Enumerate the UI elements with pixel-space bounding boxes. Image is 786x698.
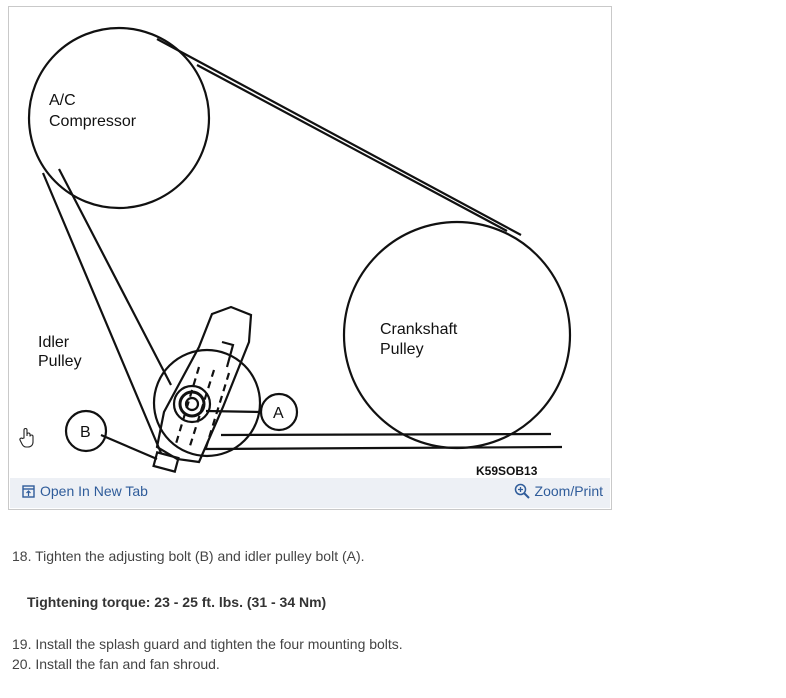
callout-a-circle [259,392,299,432]
leader-a [205,409,262,414]
callout-a-label: A [273,405,284,422]
ac-label-line1: A/C [49,92,76,109]
idler-hub-mid [178,390,206,418]
crankshaft-pulley [342,220,572,450]
zoom-in-icon [514,483,530,499]
idler-hub-inner [184,396,200,412]
torque-spec: Tightening torque: 23 - 25 ft. lbs. (31 … [27,594,327,610]
figure-toolbar: Open In New Tab Zoom/Print [10,478,610,508]
belt-outer [41,38,563,454]
external-tab-icon [22,484,35,498]
step-20: 20. Install the fan and fan shroud. [12,656,220,672]
idler-hub-outer [172,384,212,424]
idler-label-line2: Pulley [38,353,82,370]
open-in-new-tab-link[interactable]: Open In New Tab [22,483,148,499]
adjuster-bracket [155,305,253,464]
belt-routing-diagram: A/C Compressor Crankshaft Pulley Idler P… [27,26,572,478]
ac-compressor-pulley [27,26,211,210]
step-19: 19. Install the splash guard and tighten… [12,636,403,652]
zoom-print-link[interactable]: Zoom/Print [514,483,603,499]
idler-label-line1: Idler [38,334,70,351]
crankshaft-label-line2: Pulley [380,341,424,358]
ac-label-line2: Compressor [49,113,137,130]
figure-code: K59SOB13 [476,464,538,478]
step-18: 18. Tighten the adjusting bolt (B) and i… [12,548,365,564]
belt-inner [58,64,552,437]
idler-pulley [152,348,262,458]
crankshaft-label-line1: Crankshaft [380,321,458,338]
leader-b [100,433,158,461]
callout-b-circle [64,409,108,453]
callout-b-label: B [80,424,91,441]
figure-container: A/C Compressor Crankshaft Pulley Idler P… [8,6,612,510]
adjusting-bolt-head [152,451,180,473]
zoom-print-label: Zoom/Print [534,483,603,499]
open-in-new-tab-label: Open In New Tab [40,483,148,499]
hand-cursor-icon [18,427,36,454]
